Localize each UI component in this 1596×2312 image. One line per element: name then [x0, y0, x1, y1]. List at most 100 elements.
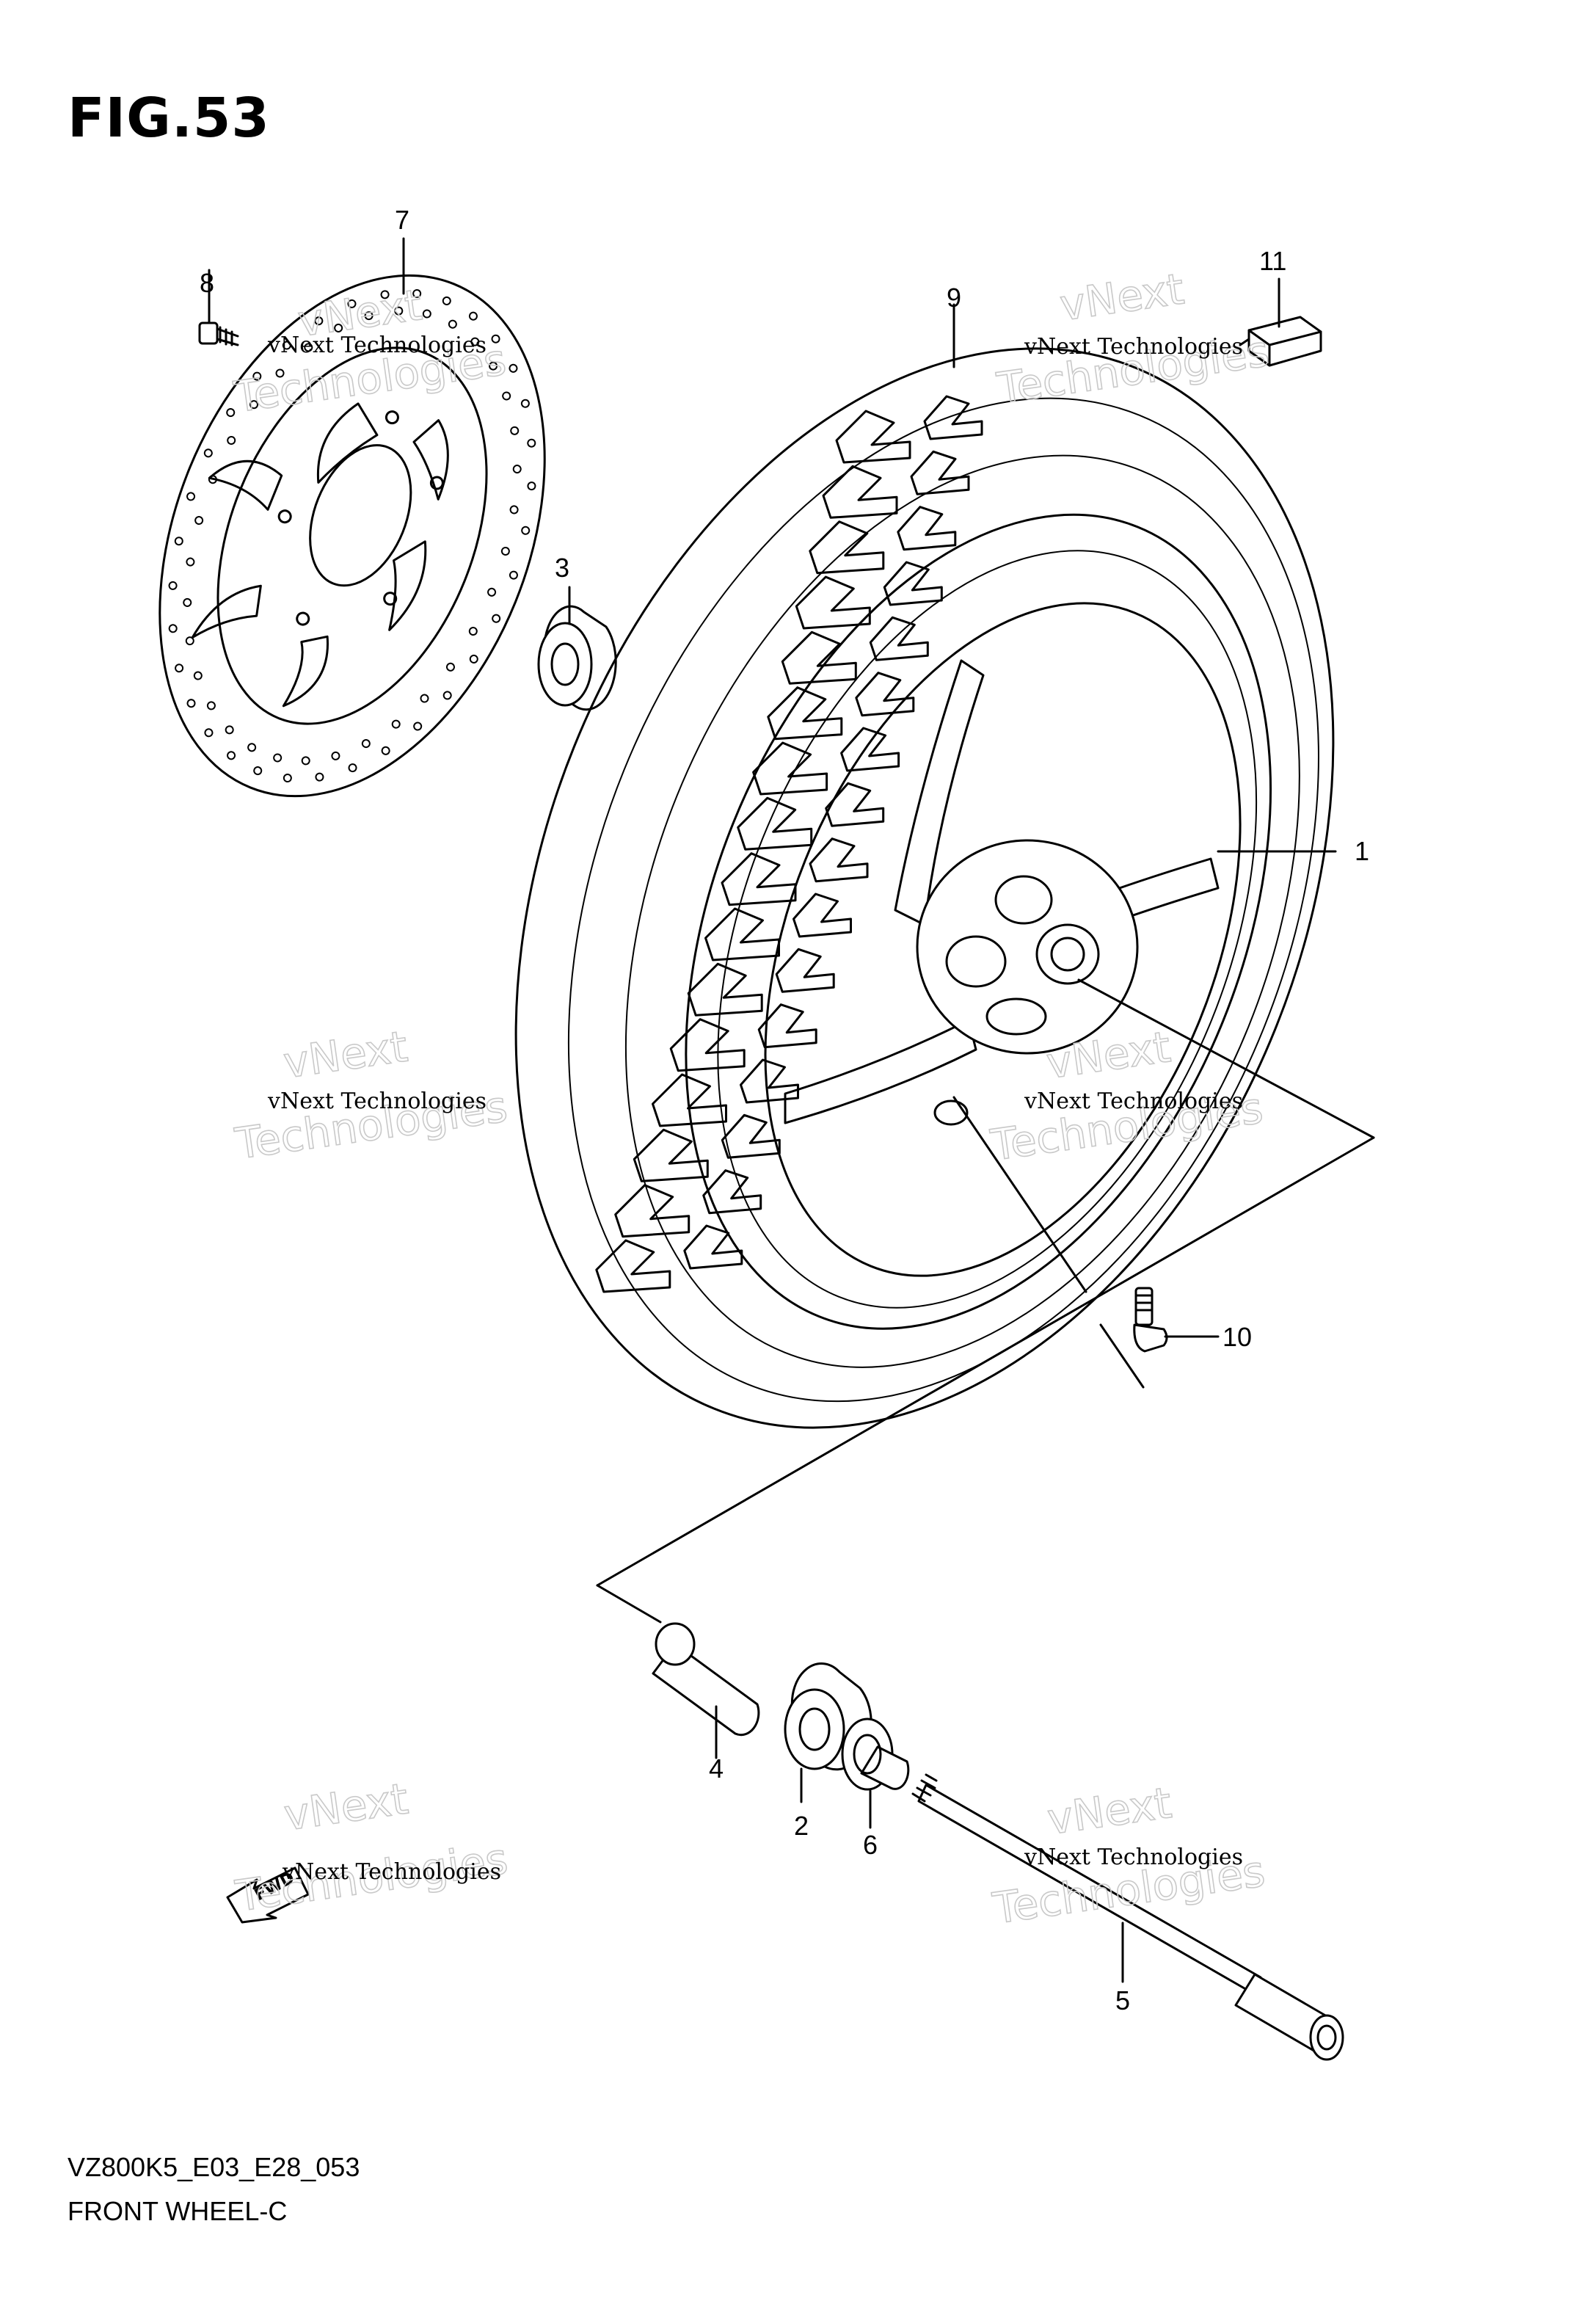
callout-11: 11	[1259, 246, 1286, 276]
disc-vent-hole	[331, 751, 340, 760]
tread-block	[792, 893, 852, 938]
disc-vent-hole	[500, 546, 510, 556]
tread-block	[840, 727, 900, 772]
disc-vent-hole	[253, 766, 263, 776]
spacer	[652, 1622, 760, 1759]
tread-block	[825, 782, 885, 827]
disc-vent-hole	[273, 753, 283, 763]
disc-vent-hole	[521, 526, 531, 535]
disc-vent-hole	[448, 319, 457, 329]
tread-block	[683, 1224, 743, 1270]
watermarks: vNext Technologies vNext Technologies vN…	[230, 263, 1273, 1935]
tread-block	[822, 465, 898, 519]
tread-block	[795, 575, 871, 630]
callout-4: 4	[709, 1753, 724, 1784]
svg-text:vNext: vNext	[1057, 263, 1187, 330]
disc-vent-hole	[527, 481, 536, 491]
figure-code: VZ800K5_E03_E28_053	[68, 2152, 360, 2182]
disc-vent-hole	[174, 537, 183, 546]
disc-vent-hole	[334, 323, 343, 332]
tread-block	[809, 520, 885, 575]
callout-8: 8	[200, 268, 214, 298]
tread-block	[702, 1169, 762, 1215]
watermark-text-top-left: vNext Technologies	[267, 332, 487, 358]
svg-text:vNext: vNext	[280, 1021, 410, 1088]
disc-vent-hole	[249, 400, 259, 410]
disc-vent-hole	[470, 337, 480, 346]
tread-block	[669, 1018, 746, 1072]
callout-numbers: 1 2 3 4 5 6 7 8 9 10 11	[200, 205, 1369, 2015]
disc-vent-hole	[227, 751, 236, 760]
tread-block	[809, 837, 869, 883]
disc-vent-hole	[489, 361, 498, 371]
tread-block	[633, 1128, 709, 1182]
callout-7: 7	[395, 205, 409, 235]
watermark-text-mid-left: vNext Technologies	[267, 1088, 487, 1114]
axle	[911, 1773, 1344, 2061]
disc-vent-hole	[314, 316, 324, 326]
disc-vent-hole	[487, 587, 497, 597]
disc-vent-hole	[226, 408, 236, 418]
tread-block	[721, 1113, 781, 1159]
disc-vent-hole	[185, 636, 194, 646]
disc-vent-hole	[227, 435, 236, 445]
disc-vent-hole	[183, 597, 192, 607]
disc-vent-hole	[194, 516, 204, 526]
disc-vent-hole	[420, 694, 429, 703]
disc-vent-hole	[492, 614, 501, 623]
disc-vent-hole	[527, 438, 536, 448]
tread-block	[687, 962, 763, 1017]
tread-block	[757, 1003, 817, 1049]
watermark-text-top-right: vNext Technologies	[1024, 334, 1243, 360]
disc-vent-hole	[252, 371, 262, 381]
disc-vent-hole	[315, 772, 324, 782]
disc-vent-hole	[304, 343, 313, 352]
tread-block	[704, 907, 780, 961]
disc-vent-hole	[282, 341, 291, 350]
disc-vent-hole	[381, 746, 390, 755]
tread-block	[737, 796, 813, 851]
disc-vent-hole	[203, 448, 213, 458]
tread-block	[855, 672, 915, 717]
disc-vent-hole	[347, 299, 357, 308]
tread-block	[652, 1073, 727, 1127]
tread-block	[897, 506, 957, 551]
disc-vent-hole	[510, 426, 520, 435]
tread-block	[883, 561, 943, 606]
brake-disc	[158, 274, 546, 798]
disc-vent-hole	[204, 728, 214, 738]
figure-name: FRONT WHEEL-C	[68, 2196, 288, 2226]
disc-bolt	[198, 269, 239, 346]
callout-10: 10	[1222, 1322, 1252, 1352]
tread-block	[595, 1239, 671, 1293]
callout-3: 3	[555, 553, 569, 583]
disc-vent-hole	[442, 296, 451, 305]
tread-block	[835, 410, 911, 464]
disc-vent-hole	[186, 557, 195, 567]
disc-vent-hole	[168, 624, 178, 633]
disc-vent-hole	[168, 581, 178, 590]
balancer-weight	[1239, 277, 1322, 367]
collar	[841, 1717, 910, 1829]
figure-title: FIG.53	[68, 87, 270, 150]
tire-tread	[595, 395, 983, 1293]
disc-vent-hole	[468, 311, 478, 321]
disc-vent-hole	[175, 664, 184, 673]
callout-leaders	[402, 237, 1337, 853]
tread-block	[923, 395, 983, 440]
tread-block	[869, 616, 929, 661]
disc-vent-hole	[520, 399, 530, 408]
disc-vent-hole	[364, 311, 374, 321]
disc-vent-hole	[247, 743, 257, 752]
callout-9: 9	[947, 283, 961, 313]
disc-vent-hole	[193, 671, 203, 680]
tread-block	[721, 852, 797, 906]
disc-vent-hole	[469, 654, 478, 664]
tread-block	[767, 686, 843, 741]
tread-block	[910, 450, 970, 495]
disc-vent-hole	[361, 739, 371, 749]
disc-vent-hole	[275, 368, 285, 378]
disc-vent-hole	[491, 334, 500, 343]
watermark-text-bottom-right: vNext Technologies	[1024, 1844, 1243, 1870]
tread-block	[614, 1184, 690, 1238]
